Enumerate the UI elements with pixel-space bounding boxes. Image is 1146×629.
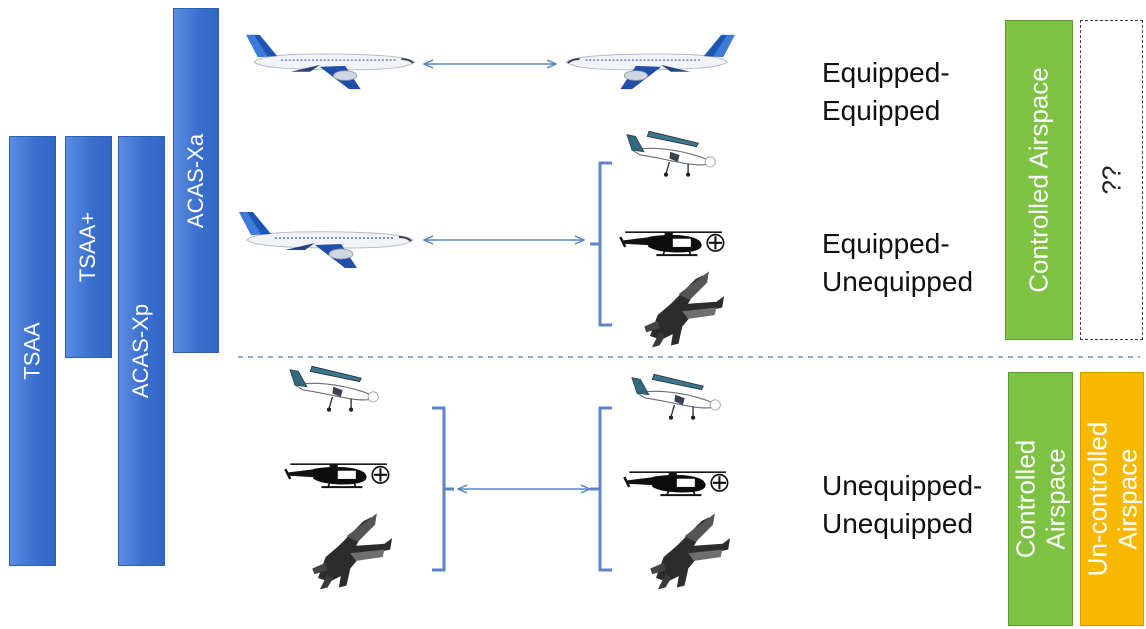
label-line: Unequipped- [822,470,983,501]
helicopter-icon [623,470,729,497]
small-plane-icon [626,130,716,178]
label-equipped-unequipped: Equipped- Unequipped [822,225,973,301]
fighter-jet-icon [644,271,725,348]
label-line: Un-controlled [1082,421,1113,577]
controlled-airspace-label-lower: Controlled Airspace [1011,440,1071,559]
helicopter-icon [284,462,390,489]
label-line: Equipped- [822,57,950,88]
label-line: Equipped- [822,228,950,259]
small-plane-icon [289,365,379,413]
airliner-icon [238,211,414,269]
label-line: Unequipped [822,508,974,539]
label-equipped-equipped: Equipped- Equipped [822,54,950,130]
helicopter-icon [619,230,725,257]
group-bracket [432,406,454,572]
group-bracket [590,406,612,572]
airliner-icon [245,33,416,91]
bar-tsaa: TSAA [9,136,56,566]
label-line: Airspace [1112,448,1143,550]
bar-tsaa-plus: TSAA+ [65,136,112,358]
group-bracket [590,161,612,327]
uncontrolled-airspace-label: Un-controlled Airspace [1082,422,1142,577]
uncontrolled-airspace-box: Un-controlled Airspace [1080,372,1144,626]
label-unequipped-unequipped: Unequipped- Unequipped [822,467,982,543]
unknown-airspace-label: ?? [1096,165,1127,195]
fighter-jet-icon [650,513,731,590]
controlled-airspace-box-lower: Controlled Airspace [1008,372,1073,626]
label-line: Controlled [1010,439,1041,559]
bar-acas-xa: ACAS-Xa [173,8,219,353]
label-line: Airspace [1040,448,1071,550]
label-line: Equipped [822,95,941,126]
unknown-airspace-box: ?? [1080,20,1143,340]
airliner-icon [565,33,736,91]
fighter-jet-icon [312,513,393,590]
small-plane-icon [631,373,721,421]
bar-acas-xp: ACAS-Xp [118,136,165,566]
controlled-airspace-label: Controlled Airspace [1024,67,1054,293]
label-line: Unequipped [822,266,974,297]
controlled-airspace-box: Controlled Airspace [1005,20,1073,340]
